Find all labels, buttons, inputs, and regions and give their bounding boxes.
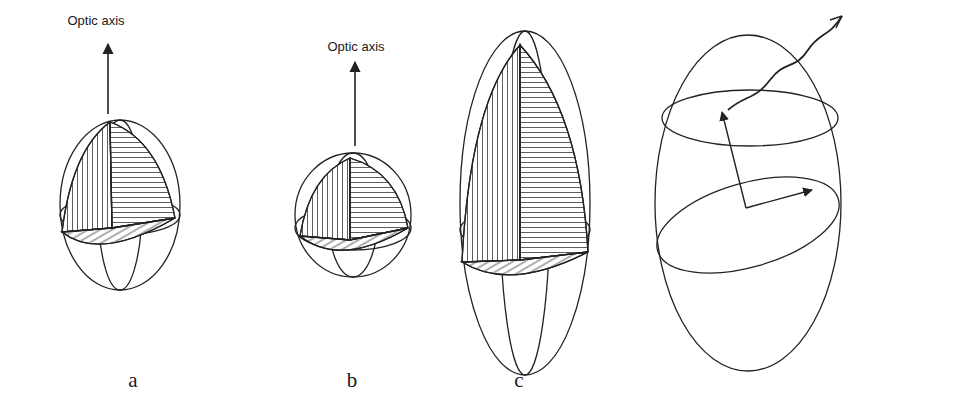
optic-axis-arrow (107, 44, 109, 114)
optic-axis-arrow (354, 62, 356, 146)
axis-label: Optic axis (67, 14, 124, 27)
uniaxial-ellipsoid-a (60, 44, 180, 290)
general-ellipsoid-d (646, 16, 850, 371)
figure-label: a (128, 370, 137, 391)
axis-label: Optic axis (327, 40, 384, 53)
uniaxial-ellipsoid-b (295, 62, 411, 277)
figure-label: c (514, 370, 523, 391)
prolate-ellipsoid-c (460, 31, 590, 375)
figure-label: b (347, 370, 358, 391)
